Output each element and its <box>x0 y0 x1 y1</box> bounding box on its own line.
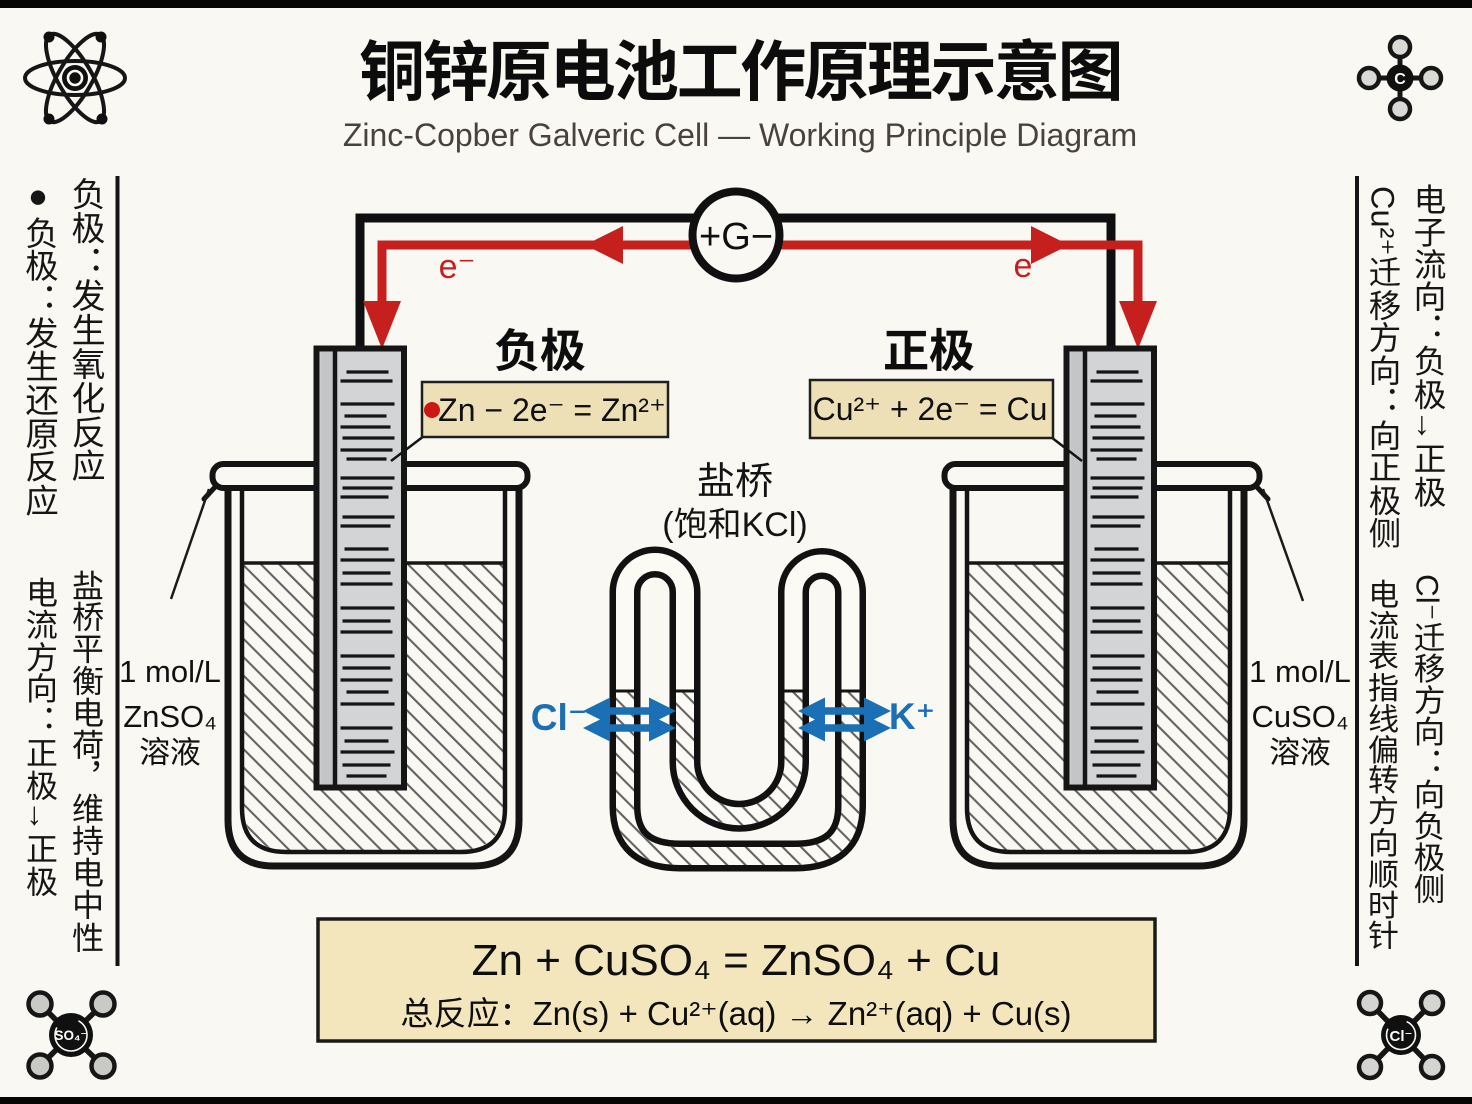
ion-arrows <box>583 697 891 742</box>
right-solution-label: 1 mol/L CuSO₄ 溶液 <box>1249 654 1351 772</box>
sulfate-molecule-icon-group-icon-circle <box>89 990 117 1018</box>
potassium-arrow-bottom <box>798 714 891 742</box>
left-sidebar-col-outer: ●负极：发生还原反应 <box>17 178 67 517</box>
zinc-electrode <box>313 345 407 791</box>
summary-overall: 总反应：Zn(s) + Cu²⁺(aq) → Zn²⁺(aq) + Cu(s) <box>400 987 1071 1035</box>
right-solution-label-text-label: 1 mol/L <box>1249 654 1351 689</box>
right-solution-label-text-label: CuSO₄ <box>1251 699 1348 734</box>
left-solution-label-text-label: 1 mol/L <box>119 654 221 689</box>
right-beaker-outer-wall <box>949 488 1248 870</box>
sulfate-molecule-icon: SO₄⁻ <box>26 990 117 1080</box>
arrowhead-right <box>1031 226 1069 264</box>
arrowhead-down-left <box>363 301 401 349</box>
copper-electrode <box>1063 345 1157 791</box>
negative-electrode-label: 负极 <box>494 315 586 381</box>
left-beaker-outer-wall <box>224 488 523 870</box>
zinc-electrode-shape-rect <box>320 352 333 784</box>
carbon-molecule-icon-group-icon-circle <box>1387 34 1413 60</box>
summary-equation: Zn + CuSO₄ = ZnSO₄ + Cu <box>472 936 1001 985</box>
chloride-ion-label: Cl⁻ <box>531 697 588 738</box>
atom-icon-icon-circle <box>62 65 88 91</box>
arrowhead-left <box>585 226 623 264</box>
carbon-molecule-icon-group-icon-circle <box>1356 65 1382 91</box>
sulfate-molecule-icon-group <box>26 990 117 1080</box>
anode-reaction-box-shape-rect <box>420 380 670 439</box>
right-sidebar-col-outer: 电子流向：负极→正极 <box>1406 182 1454 507</box>
electron-flow-arrowheads <box>363 226 1157 349</box>
sulfate-molecule-icon-group-icon-circle <box>89 1052 117 1080</box>
cathode-box-pointer <box>1050 436 1083 462</box>
zinc-electrode-texture <box>340 370 395 778</box>
anode-reaction-text: Zn − 2e⁻ = Zn²⁺ <box>438 392 666 428</box>
chloride-molecule-icon-group-icon-circle <box>1356 1053 1384 1081</box>
carbon-molecule-icon-icon-circle <box>1386 64 1414 92</box>
right-label-leader <box>1261 488 1305 602</box>
chloride-molecule-icon-group <box>1356 989 1446 1081</box>
anode-reaction-bullet <box>424 402 440 418</box>
carbon-molecule-icon-group-icon-circle <box>1387 96 1413 122</box>
chloride-molecule-icon-group-icon-circle <box>1356 989 1384 1017</box>
left-sidebar-col-outer-bottom: 电流方向：正极→正极 <box>19 576 65 896</box>
page-title: 铜锌原电池工作原理示意图 <box>359 19 1121 115</box>
chloride-molecule-icon-icon-circle <box>1385 1019 1417 1051</box>
salt-bridge-content: (饱和KCl) <box>662 497 807 546</box>
summary-box-shape-rect <box>316 917 1157 1043</box>
arrowhead-down-right <box>1119 301 1157 349</box>
salt-bridge-name: 盐桥 <box>697 450 773 505</box>
right-beaker-inner-wall <box>964 490 1233 855</box>
atom-icon-icon-circle <box>96 113 108 125</box>
page-subtitle: Zinc-Copber Galveric Cell — Working Prin… <box>343 117 1137 153</box>
atom-icon-orbit-ellipse <box>23 59 127 97</box>
chloride-molecule-icon-group-icon-circle <box>1418 989 1446 1017</box>
anode-box-pointer <box>390 435 425 462</box>
cathode-reaction-box-shape-rect <box>808 378 1055 440</box>
frame-top-bar <box>0 0 1472 8</box>
copper-electrode-shape-rect <box>1070 352 1083 784</box>
left-solution-label: 1 mol/L ZnSO₄ 溶液 <box>119 654 221 772</box>
left-solution-label-text-label: ZnSO₄ <box>123 699 217 734</box>
chloride-arrow-bottom <box>583 714 676 742</box>
cathode-reaction-text: Cu²⁺ + 2e⁻ = Cu <box>813 391 1048 427</box>
left-sidebar-col-inner-bottom: 盐桥平衡电荷，维持电中性 <box>65 568 111 952</box>
right-sidebar-col-outer-bottom: Cl⁻迁移方向：向负极侧 <box>1406 574 1453 904</box>
electron-label-right: e <box>1014 247 1033 285</box>
left-label-leader <box>169 488 211 600</box>
copper-electrode-texture <box>1090 370 1145 778</box>
left-sidebar-col-inner: 负极：发生氧化反应 <box>64 176 113 482</box>
left-solution-label-text-label: 溶液 <box>139 727 201 772</box>
left-beaker-inner-wall <box>239 490 508 855</box>
carbon-icon-label: C <box>1394 71 1406 88</box>
carbon-molecule-icon-group-icon-circle <box>1418 65 1444 91</box>
sulfate-molecule-icon-group-icon-circle <box>26 990 54 1018</box>
galvanometer <box>688 187 784 283</box>
chloride-molecule-icon: Cl⁻ <box>1356 989 1446 1081</box>
positive-electrode-label: 正极 <box>883 315 975 381</box>
sulfate-molecule-icon-icon-circle <box>54 1018 88 1052</box>
carbon-molecule-icon: C <box>1356 34 1444 122</box>
sulfate-icon-label: SO₄⁻ <box>54 1028 87 1043</box>
summary-box: Zn + CuSO₄ = ZnSO₄ + Cu 总反应：Zn(s) + Cu²⁺… <box>316 917 1157 1043</box>
potassium-ion-label: K⁺ <box>889 696 935 737</box>
electron-label-left: e⁻ <box>439 248 476 286</box>
atom-icon-icon-circle <box>43 113 55 125</box>
carbon-molecule-icon-group <box>1356 34 1444 122</box>
atom-icon <box>23 31 127 125</box>
right-sidebar-col-inner-bottom: 电流表指线偏转方向顺时针 <box>1361 578 1406 950</box>
chloride-icon-label: Cl⁻ <box>1390 1028 1413 1045</box>
right-sidebar-col-inner: Cu²⁺迁移方向：向正极侧 <box>1361 186 1409 549</box>
atom-icon-icon-circle <box>95 31 107 43</box>
chloride-molecule-icon-group-icon-circle <box>1418 1053 1446 1081</box>
right-solution-label-text-label: 溶液 <box>1269 727 1331 772</box>
cathode-reaction-box: Cu²⁺ + 2e⁻ = Cu <box>808 378 1055 440</box>
galvanometer-label: +G− <box>699 216 773 258</box>
frame-bottom-bar <box>0 1097 1472 1104</box>
sulfate-molecule-icon-group-icon-circle <box>26 1052 54 1080</box>
atom-icon-icon-circle <box>66 69 84 87</box>
anode-reaction-box: Zn − 2e⁻ = Zn²⁺ <box>420 380 670 439</box>
atom-icon-icon-circle <box>43 31 55 43</box>
